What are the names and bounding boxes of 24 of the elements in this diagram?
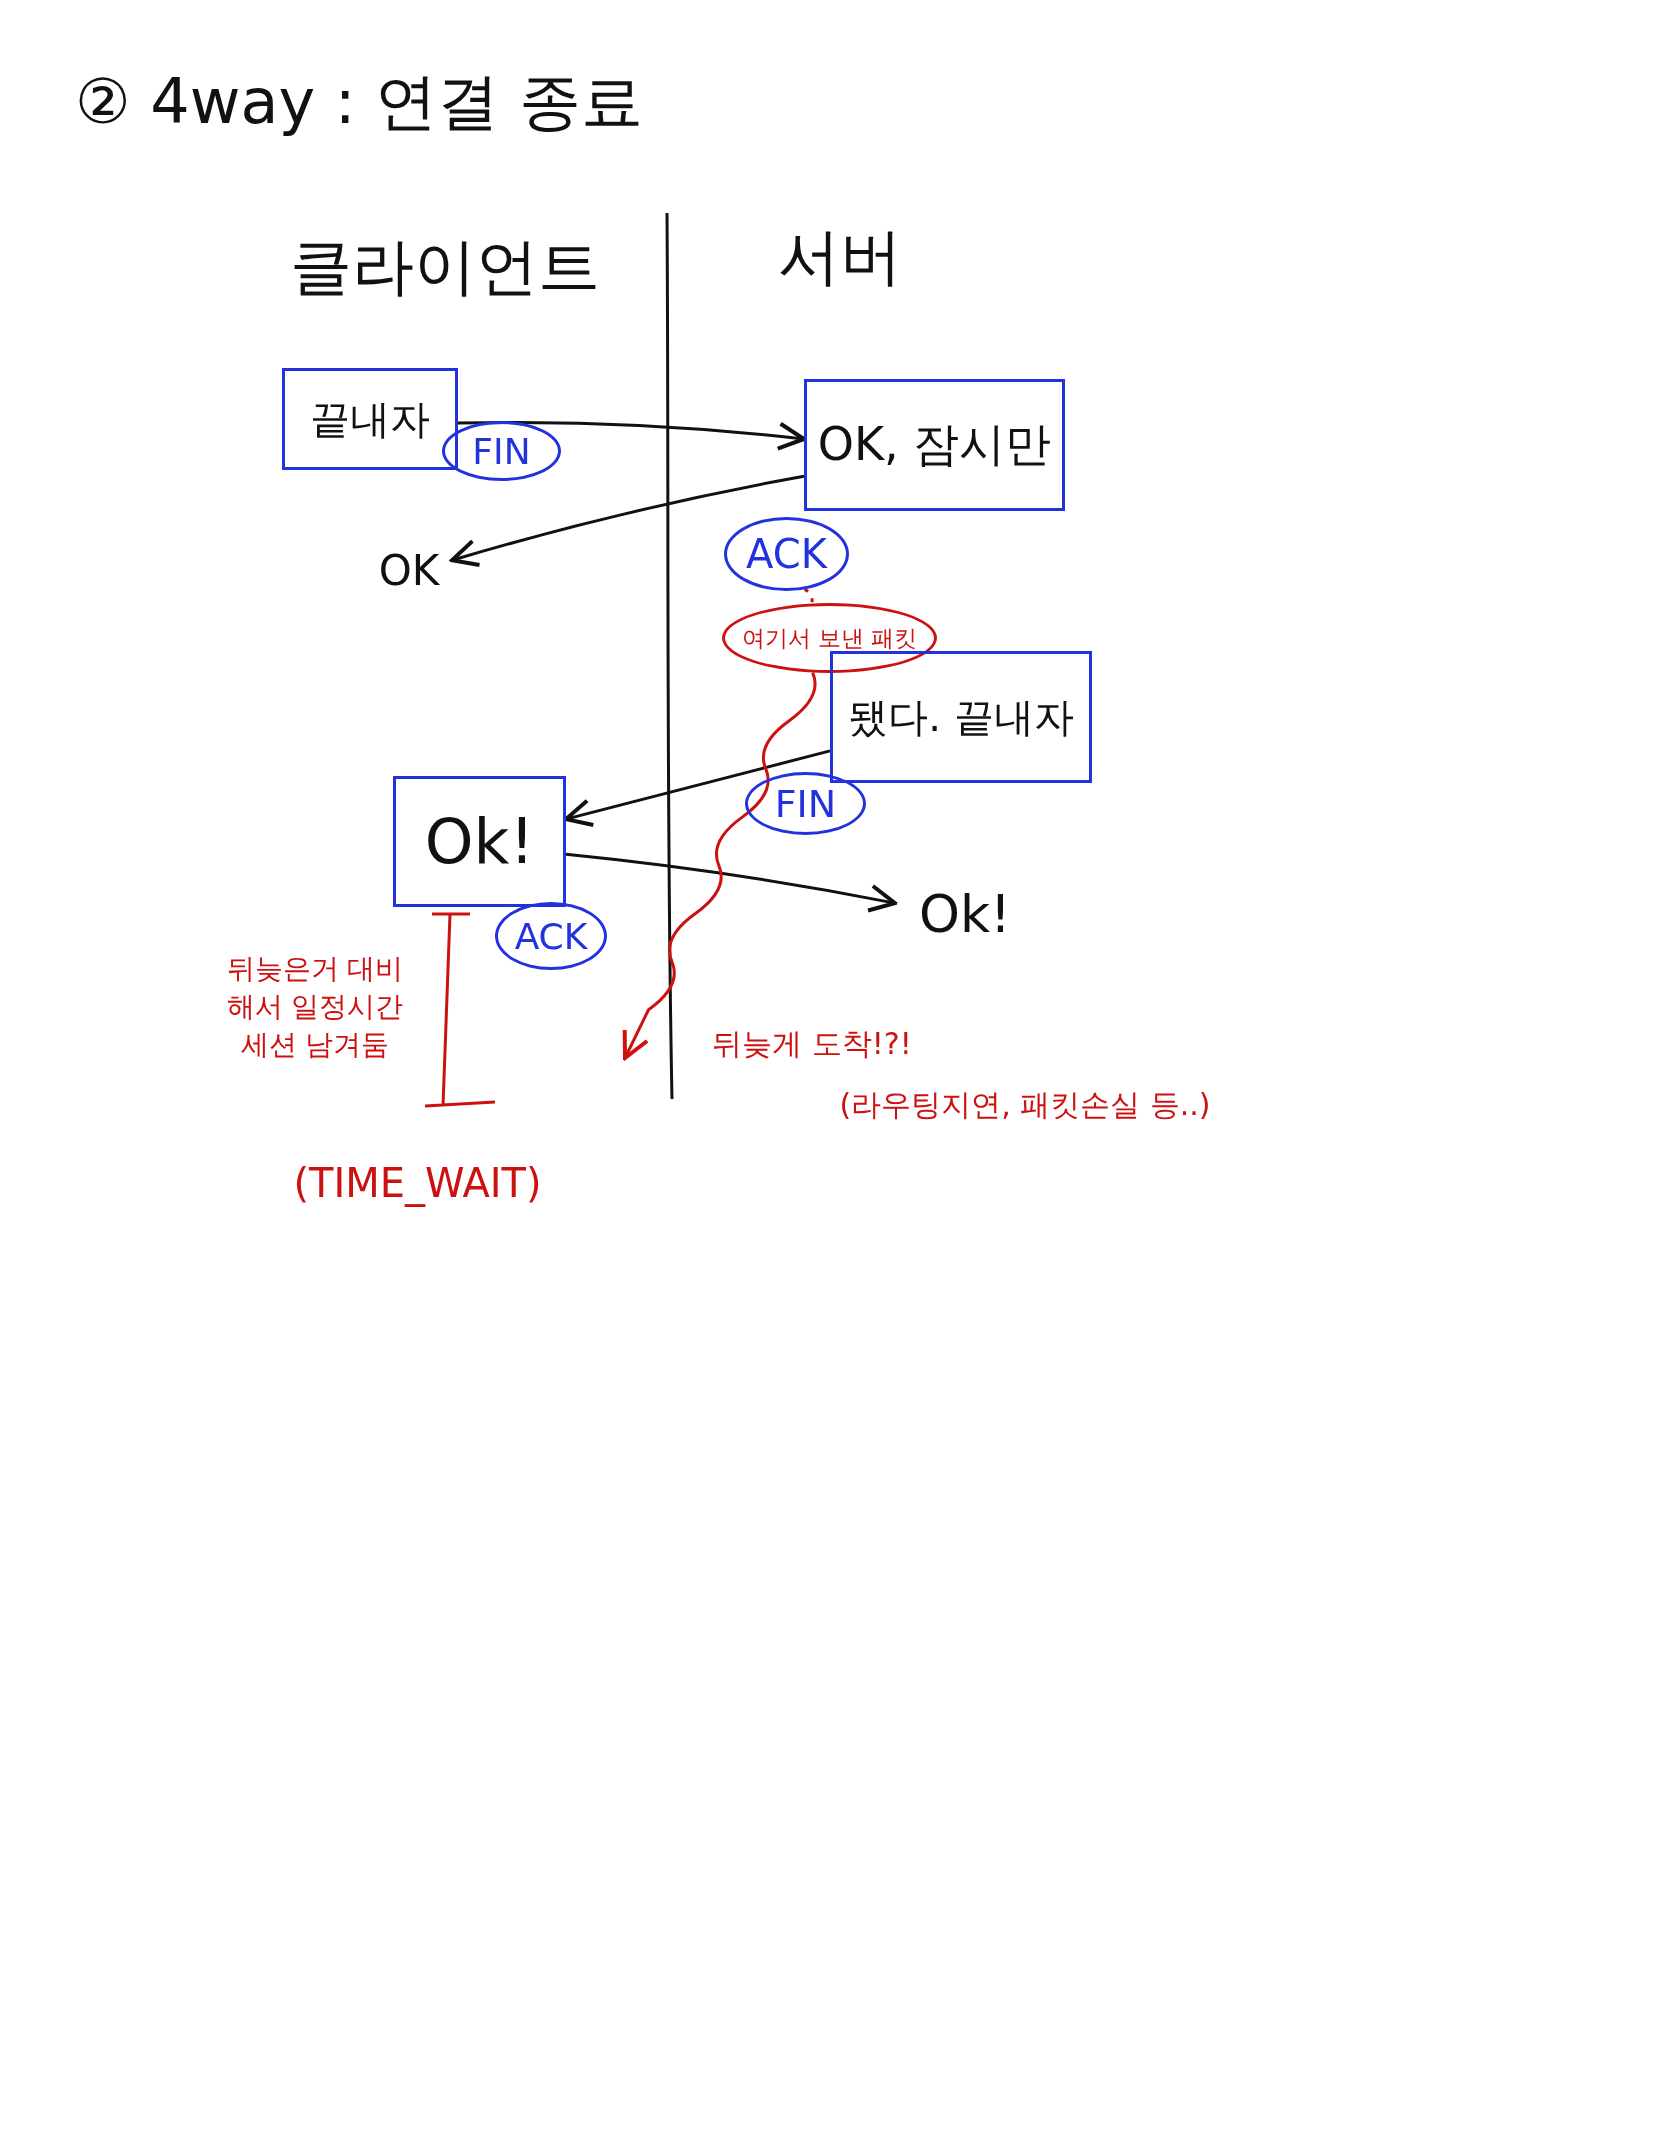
note-text: (라우팅지연, 패킷손실 등..)	[838, 1086, 1212, 1124]
lane-heading: 서버	[777, 219, 903, 295]
flag-ellipse: ACK	[724, 517, 849, 591]
arrow	[457, 420, 806, 451]
reply-text: OK	[366, 543, 452, 598]
reply-text: Ok!	[895, 879, 1035, 948]
flag-ellipse: FIN	[442, 421, 561, 481]
message-box: 끝내자	[282, 368, 458, 470]
message-box: 됐다. 끝내자	[830, 651, 1092, 783]
arrow	[450, 474, 805, 568]
packet-ellipse: 여기서 보낸 패킷	[722, 603, 937, 673]
title: ② 4way : 연결 종료	[75, 64, 644, 140]
wavy-arrow	[622, 672, 817, 1060]
note-text: 뒤늦은거 대비해서 일정시간 세션 남겨둠	[225, 951, 405, 1063]
flag-ellipse: FIN	[745, 772, 866, 835]
message-box: OK, 잠시만	[804, 379, 1065, 511]
note-text: (TIME_WAIT)	[292, 1160, 543, 1206]
arrow	[565, 852, 897, 913]
note-text: 뒤늦게 도착!?!	[712, 1025, 912, 1063]
dotted-line	[803, 588, 814, 604]
message-box: Ok!	[393, 776, 566, 907]
flag-ellipse: ACK	[495, 902, 607, 970]
arrow	[564, 749, 831, 827]
lane-heading: 클라이언트	[289, 229, 601, 305]
